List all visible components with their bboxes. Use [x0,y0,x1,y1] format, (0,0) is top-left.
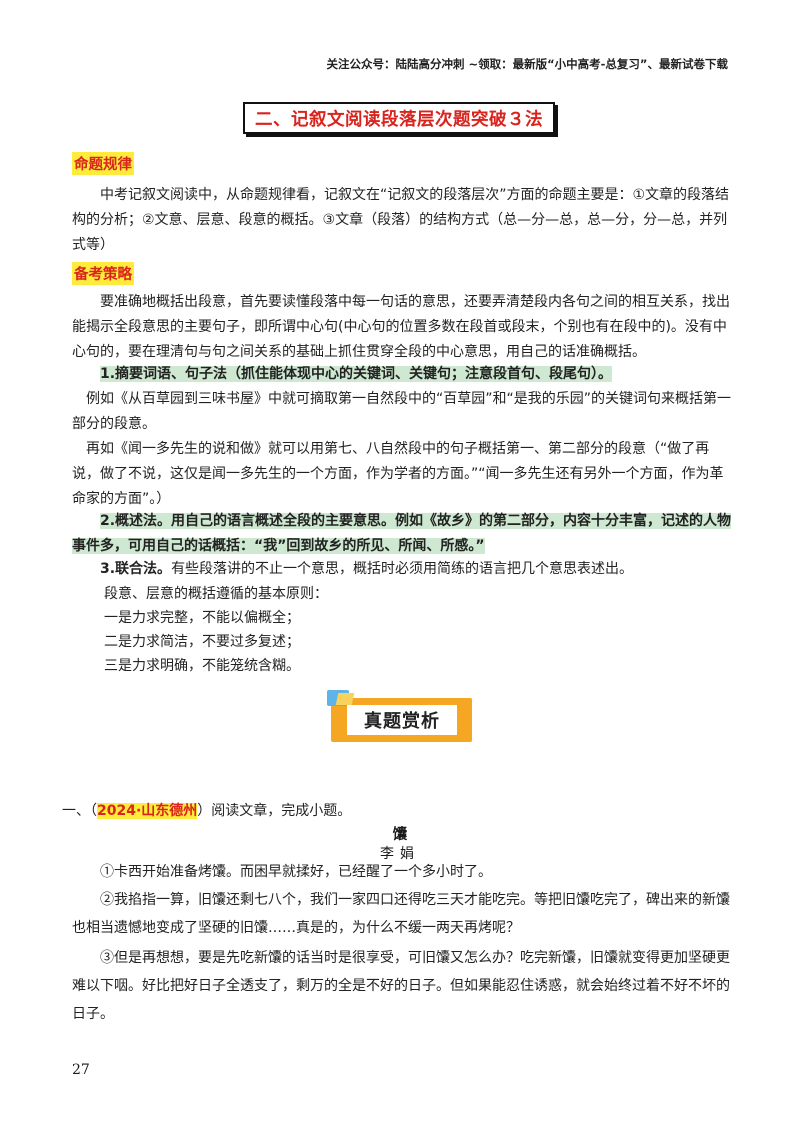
strategy-paragraph: 要准确地概括出段意，首先要读懂段落中每一句话的意思，还要弄清楚段内各句之间的相互… [72,294,730,360]
method2-paragraph: 2.概述法。用自己的语言概述全段的主要意思。例如《故乡》的第二部分，内容十分丰富… [72,509,732,559]
ribbon-inner: 真题赏析 [347,705,457,735]
method1-example2: 再如《闻一多先生的说和做》就可以用第七、八自然段中的句子概括第一、第二部分的段意… [72,441,724,507]
article-paragraph-2: ②我掐指一算，旧馕还剩七八个，我们一家四口还得吃三天才能吃完。等把旧馕吃完了，碑… [72,892,730,936]
method3-text: 有些段落讲的不止一个意思，概括时必须用简练的语言把几个意思表述出。 [171,561,634,577]
method3-paragraph: 3.联合法。有些段落讲的不止一个意思，概括时必须用简练的语言把几个意思表述出。 [72,557,732,582]
header-note: 关注公众号：陆陆高分冲刺 ~领取：最新版“小中高考-总复习”、最新试卷下载 [326,57,728,71]
real-question-ribbon: 真题赏析 [327,690,472,742]
method1-heading: 1.摘要词语、句子法（抓住能体现中心的关键词、关键句；注意段首句、段尾句）。 [72,362,732,387]
principles-intro: 段意、层意的概括遵循的基本原则： [104,586,328,602]
book-page-icon [335,693,355,705]
article-paragraph-1: ①卡西开始准备烤馕。而困早就揉好，已经醒了一个多小时了。 [100,864,492,880]
method1-example1: 例如《从百草园到三味书屋》中就可摘取第一自然段中的“百草园”和“是我的乐园”的关… [72,391,732,432]
question-source: 2024·山东德州 [97,803,198,819]
tag-rules: 命题规律 [72,152,134,175]
question-suffix: ）阅读文章，完成小题。 [197,803,352,819]
section-title: 二、记叙文阅读段落层次题突破３法 [255,109,543,130]
article-title: 馕 [392,827,408,843]
ribbon-label: 真题赏析 [364,711,440,732]
principle-2: 二是力求简洁，不要过多复述； [104,634,300,650]
question-prefix: 一、（ [62,803,97,819]
method2-highlight: 2.概述法。用自己的语言概述全段的主要意思。例如《故乡》的第二部分，内容十分丰富… [72,513,732,554]
article-author: 李娟 [380,846,420,862]
page-number: 27 [72,1062,90,1078]
method1-highlight: 1.摘要词语、句子法（抓住能体现中心的关键词、关键句；注意段首句、段尾句）。 [100,366,613,382]
question-line: 一、（2024·山东德州）阅读文章，完成小题。 [62,800,351,820]
method3-label: 3.联合法。 [100,561,172,577]
rules-paragraph: 中考记叙文阅读中，从命题规律看，记叙文在“记叙文的段落层次”方面的命题主要是：①… [72,187,730,253]
tag-strategy: 备考策略 [72,262,134,285]
principle-3: 三是力求明确，不能笼统含糊。 [104,658,300,674]
principle-1: 一是力求完整，不能以偏概全； [104,610,300,626]
section-title-box: 二、记叙文阅读段落层次题突破３法 [243,102,555,134]
article-paragraph-3: ③但是再想想，要是先吃新馕的话当时是很享受，可旧馕又怎么办？吃完新馕，旧馕就变得… [72,950,730,1022]
